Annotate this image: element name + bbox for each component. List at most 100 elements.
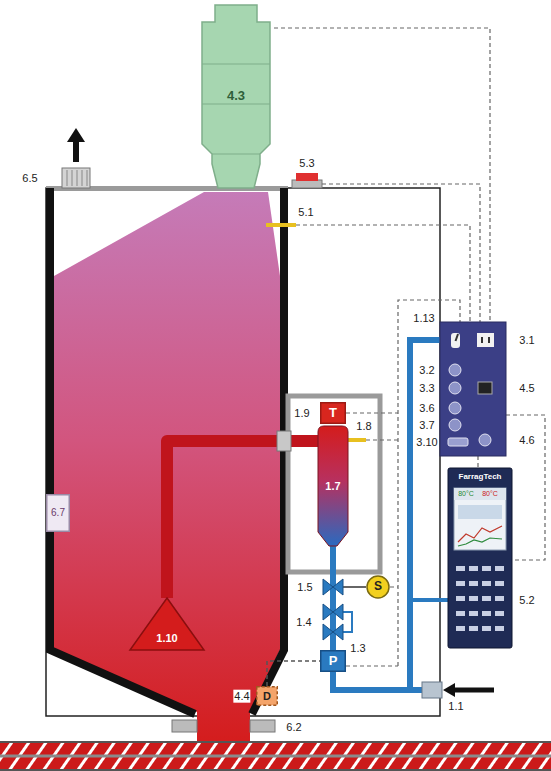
valve-symbol [323,579,333,595]
keypad-key [469,581,478,586]
valve-symbol [333,579,343,595]
node-text: FarragTech [459,472,502,481]
connector-panel [440,322,506,456]
pressure-sensor-shape [321,651,346,672]
valve-symbol [333,604,343,620]
level-probe [266,223,296,227]
callout-number: 6.5 [21,172,38,185]
callout-number: 1.13 [412,312,435,325]
inlet-arrow [452,688,494,693]
exhaust-arrow-head [67,128,85,142]
valve-symbol [323,604,333,620]
callout-number: 3.10 [415,436,438,449]
callout-number: 5.2 [518,594,535,607]
keypad-key [482,626,491,631]
conveyor-edge [0,741,551,743]
round-connector [449,364,461,376]
keypad-key [469,611,478,616]
control-cable [410,598,448,602]
callout-number: 3.1 [518,334,535,347]
sight-glass-shape [47,495,70,532]
node-text: 1.7 [325,480,340,493]
heater-vessel: 1.7 [318,426,348,546]
solenoid-symbol: S [366,575,390,599]
valve-symbol [323,624,333,640]
callout-number: 1.1 [447,700,464,713]
temperature-probe [348,438,366,442]
signal-line [274,28,545,666]
switch-lever [456,334,459,341]
network-socket [478,382,492,394]
temperature-sensor-shape [321,403,346,424]
heater-housing [288,396,380,572]
exhaust-vent [62,168,90,188]
node-text: 1.10 [156,632,177,645]
callout-number: 80°C [457,490,475,498]
screw-conveyor [0,742,551,771]
keypad-key [469,566,478,571]
keypad-key [482,611,491,616]
callout-number: 4.5 [518,382,535,395]
control-panel-outline [448,468,512,648]
callout-number: 6.2 [285,721,302,734]
callout-number: 1.3 [349,642,366,655]
callout-number: 1.8 [355,420,372,433]
dew-point-sensor-shape [257,687,278,706]
callout-number: 3.2 [418,364,435,377]
valve-bypass [343,612,352,632]
air-pipe [330,546,336,650]
filter-unit-shape [202,5,270,188]
node-text: S [374,580,382,594]
valve-actuator-link [343,586,366,588]
control-panel: FarragTech [448,468,512,648]
keypad-key [482,581,491,586]
sensor-top [296,173,318,181]
callout-number: 1.4 [295,616,312,629]
callout-number: 4.6 [518,434,535,447]
inlet-arrow-head [443,683,455,697]
node-text: D [263,690,271,703]
air-pipe [410,340,440,690]
temperature-sensor: T [320,402,346,424]
keypad-key [456,566,465,571]
keypad-key [456,626,465,631]
callout-number: 3.3 [418,382,435,395]
filter-unit: 4.3 [198,4,274,188]
sight-glass: 6.7 [46,494,70,532]
callout-number: 5.1 [297,206,314,219]
keypad-key [456,596,465,601]
node-text: 4.3 [227,89,245,104]
screen-chart [458,538,502,546]
keypad-key [469,596,478,601]
heater-vessel-shape [318,426,348,546]
socket-pin [488,337,490,343]
round-connector [449,402,461,414]
keypad-key [495,626,504,631]
callout-number: 4.4 [233,690,250,703]
callout-number: 5.3 [298,157,315,170]
socket-pin [481,337,483,343]
sensor-base [292,180,322,188]
outlet-flange [250,720,275,732]
control-panel-shape [448,468,512,648]
screen-chart [458,526,502,542]
display-screen [454,488,506,550]
power-socket [477,333,494,347]
filter-seams [202,64,270,154]
keypad-key [456,611,465,616]
exhaust-arrow [73,140,79,162]
keypad-key [469,626,478,631]
air-diffuser-shape [130,598,204,650]
keypad-key [495,611,504,616]
keypad-key [495,581,504,586]
valve-symbol [333,624,343,640]
hopper-wall [50,188,195,714]
dew-point-sensor: D [256,686,278,706]
signal-line [267,661,320,686]
conveyor-shaft [0,755,551,758]
keypad-key [495,566,504,571]
callout-number: 3.6 [418,402,435,415]
